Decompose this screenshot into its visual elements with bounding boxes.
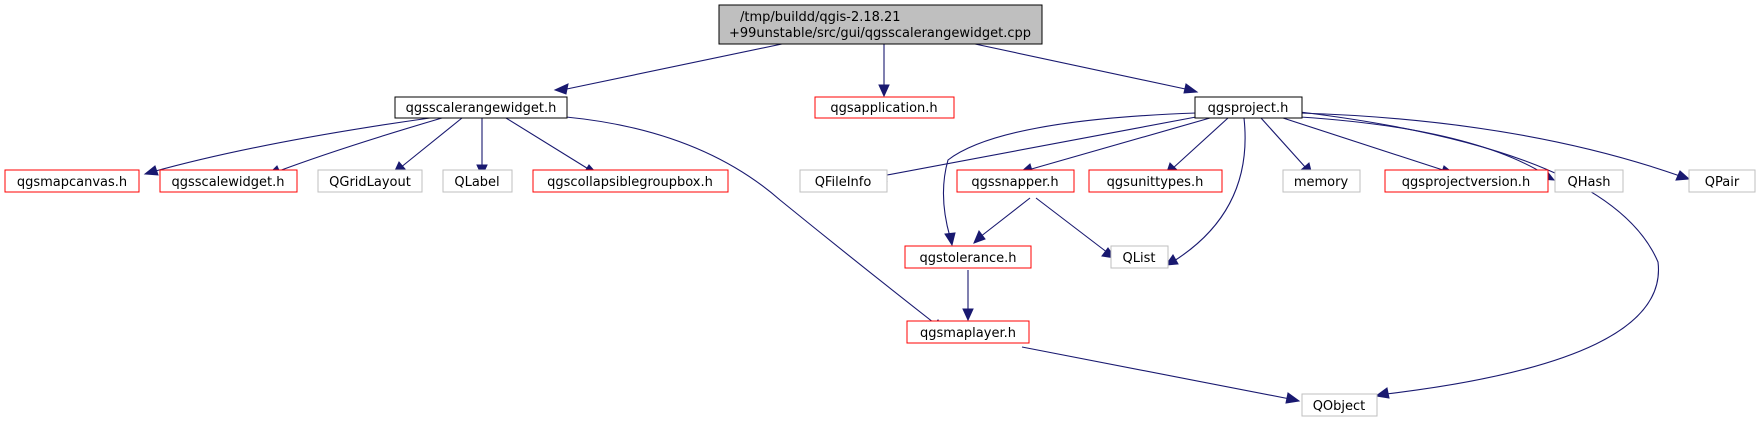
node-qgssnapper-h-label: qgssnapper.h <box>971 175 1058 190</box>
node-qgsmapcanvas-h-box <box>4 169 140 193</box>
arrowhead-qgsmapcanvas <box>143 165 159 176</box>
node-qobject-box <box>1301 393 1378 417</box>
node-root-box <box>718 4 1043 45</box>
node-qhash-label: QHash <box>1568 175 1611 190</box>
arrowheads <box>143 83 1691 404</box>
node-qfileinfo[interactable]: QFileInfo <box>799 169 888 193</box>
node-qlist-box <box>1110 245 1169 269</box>
node-qgsscalewidget-h[interactable]: qgsscalewidget.h <box>159 169 298 193</box>
node-qgsunittypes-h-label: qgsunittypes.h <box>1107 175 1204 190</box>
arrowhead-qgsmaplayer-from-tolerance <box>962 308 974 322</box>
nodes: /tmp/buildd/qgis-2.18.21 +99unstable/src… <box>4 4 1756 417</box>
arrowhead-qgsproject <box>1183 83 1199 94</box>
node-qgsunittypes-h[interactable]: qgsunittypes.h <box>1088 169 1223 193</box>
node-qhash-box <box>1554 169 1624 193</box>
node-memory-label: memory <box>1294 175 1349 190</box>
node-qgstolerance-h-box <box>904 245 1032 269</box>
node-qlist[interactable]: QList <box>1110 245 1169 269</box>
node-qgsmaplayer-h-label: qgsmaplayer.h <box>920 326 1016 341</box>
node-root-file[interactable]: /tmp/buildd/qgis-2.18.21 +99unstable/src… <box>718 4 1043 45</box>
edge-qgsscalerangewidget-to-qgsmaplayer <box>565 116 939 327</box>
node-qpair-label: QPair <box>1705 175 1740 190</box>
node-qlabel-label: QLabel <box>454 175 499 190</box>
node-memory-box <box>1282 169 1361 193</box>
arrowhead-qgstolerance-from-project <box>944 232 956 247</box>
node-qfileinfo-label: QFileInfo <box>815 175 872 190</box>
arrowhead-qgsapplication <box>878 84 890 98</box>
arrowhead-qlist-from-project <box>1164 254 1179 266</box>
edge-root-to-qgsscalerangewidget <box>561 43 783 91</box>
node-qgsmapcanvas-h-label: qgsmapcanvas.h <box>17 175 127 190</box>
node-qgsapplication-h[interactable]: qgsapplication.h <box>814 96 955 119</box>
edge-qgsscalerangewidget-to-qgsscalewidget <box>275 117 443 173</box>
node-qgsapplication-h-box <box>814 96 955 119</box>
node-qgsunittypes-h-box <box>1088 169 1223 193</box>
node-qhash[interactable]: QHash <box>1554 169 1624 193</box>
edges <box>151 43 1681 400</box>
edge-qgsscalerangewidget-to-qgsmapcanvas <box>151 117 431 173</box>
edge-qgsproject-to-qgstolerance <box>942 112 1197 238</box>
edge-qgsscalerangewidget-to-qgridlayout <box>399 117 463 169</box>
node-qgssnapper-h[interactable]: qgssnapper.h <box>956 169 1075 193</box>
node-qgsprojectversion-h-box <box>1384 169 1549 193</box>
node-qgsprojectversion-h-label: qgsprojectversion.h <box>1402 175 1530 190</box>
node-qgstolerance-h[interactable]: qgstolerance.h <box>904 245 1032 269</box>
arrowhead-qobject-from-maplayer <box>1285 392 1301 404</box>
node-qgsscalerangewidget-h[interactable]: qgsscalerangewidget.h <box>394 96 568 119</box>
node-qobject[interactable]: QObject <box>1301 393 1378 417</box>
node-qgstolerance-h-label: qgstolerance.h <box>919 251 1016 266</box>
node-qgsmaplayer-h-box <box>906 320 1030 344</box>
edge-qgsproject-to-qobject <box>1299 111 1659 395</box>
node-qgsscalerangewidget-h-label: qgsscalerangewidget.h <box>406 101 557 116</box>
node-qgridlayout-box <box>317 169 423 193</box>
node-qpair-box <box>1688 169 1756 193</box>
node-qgssnapper-h-box <box>956 169 1075 193</box>
edge-qgsproject-to-qgssnapper <box>1027 117 1211 171</box>
node-qfileinfo-box <box>799 169 888 193</box>
edge-qgsmaplayer-to-qobject <box>1021 346 1291 400</box>
node-qlabel-box <box>442 169 513 193</box>
node-memory[interactable]: memory <box>1282 169 1361 193</box>
node-qlabel[interactable]: QLabel <box>442 169 513 193</box>
node-qgsscalewidget-h-box <box>159 169 298 193</box>
edge-qgsproject-to-qfileinfo <box>881 116 1197 177</box>
edge-qgssnapper-to-qlist <box>1035 197 1109 254</box>
arrowhead-qobject-from-project <box>1374 387 1390 399</box>
node-qpair[interactable]: QPair <box>1688 169 1756 193</box>
node-root-label-line1: /tmp/buildd/qgis-2.18.21 <box>740 10 901 25</box>
edge-qgsproject-to-qlist <box>1173 117 1246 262</box>
node-qgsapplication-h-label: qgsapplication.h <box>830 101 937 116</box>
node-qgsproject-h-label: qgsproject.h <box>1208 101 1289 116</box>
node-root-label-line2: +99unstable/src/gui/qgsscalerangewidget.… <box>729 26 1031 41</box>
edge-qgsproject-to-qgsunittypes <box>1171 117 1229 170</box>
edge-qgssnapper-to-qgstolerance <box>979 197 1031 238</box>
node-qlist-label: QList <box>1123 251 1156 266</box>
edge-qgsproject-to-qgsprojectversion <box>1282 117 1447 172</box>
node-qgsmaplayer-h[interactable]: qgsmaplayer.h <box>906 320 1030 344</box>
node-qgsproject-h[interactable]: qgsproject.h <box>1194 96 1303 119</box>
arrowhead-qpair <box>1675 170 1691 181</box>
node-qgscollapsiblegroupbox-h[interactable]: qgscollapsiblegroupbox.h <box>532 169 729 193</box>
edge-qgsproject-to-memory <box>1260 117 1307 169</box>
node-qgsproject-h-box <box>1194 96 1303 119</box>
node-qgsscalerangewidget-h-box <box>394 96 568 119</box>
edge-qgsproject-to-qhash <box>1299 116 1547 176</box>
node-qgsmapcanvas-h[interactable]: qgsmapcanvas.h <box>4 169 140 193</box>
edge-qgsscalerangewidget-to-qgscollapsiblegroupbox <box>505 117 591 171</box>
node-qgscollapsiblegroupbox-h-box <box>532 169 729 193</box>
arrowhead-qgstolerance-from-snapper <box>973 230 986 244</box>
node-qgscollapsiblegroupbox-h-label: qgscollapsiblegroupbox.h <box>547 175 713 190</box>
edge-root-to-qgsproject <box>974 43 1191 91</box>
node-qobject-label: QObject <box>1313 399 1366 414</box>
node-qgridlayout-label: QGridLayout <box>329 175 411 190</box>
node-qgsscalewidget-h-label: qgsscalewidget.h <box>172 175 285 190</box>
edge-qgsproject-to-qpair <box>1299 112 1681 177</box>
node-qgsprojectversion-h[interactable]: qgsprojectversion.h <box>1384 169 1549 193</box>
node-qgridlayout[interactable]: QGridLayout <box>317 169 423 193</box>
arrowhead-qgsscalerangewidget <box>553 83 569 95</box>
